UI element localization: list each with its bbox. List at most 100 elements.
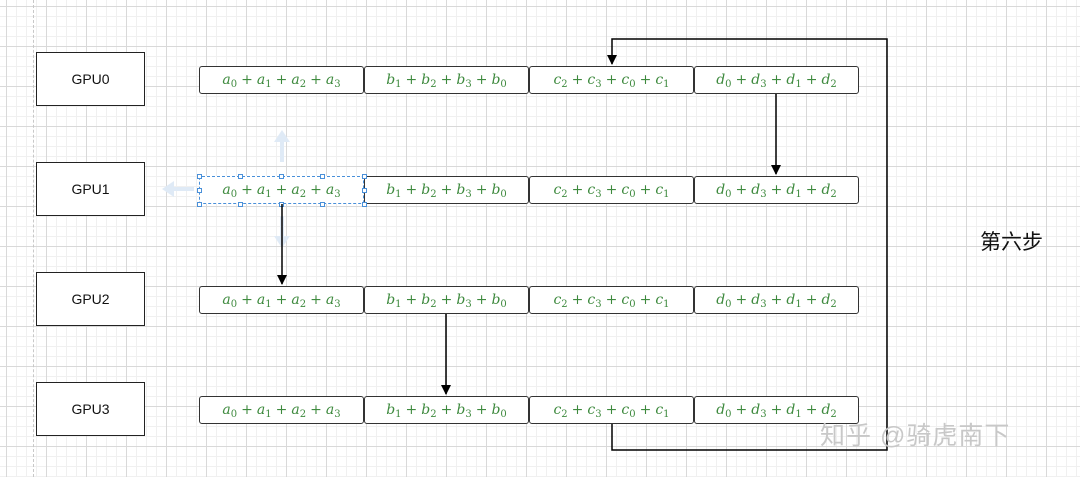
chunk-cell-gpu1-3: d0+d3+d1+d2 xyxy=(694,176,859,204)
chunk-cell-gpu1-2: c2+c3+c0+c1 xyxy=(529,176,694,204)
term: a2 xyxy=(291,182,307,200)
selection-handle[interactable] xyxy=(279,173,284,179)
term: a3 xyxy=(325,72,341,90)
selection-handle[interactable] xyxy=(237,173,243,179)
term: c1 xyxy=(655,72,670,90)
gpu-label-3: GPU3 xyxy=(36,382,145,436)
term: c3 xyxy=(587,72,602,90)
term: b3 xyxy=(456,292,472,310)
chunk-cell-gpu3-1: b1+b2+b3+b0 xyxy=(364,396,529,424)
term: b0 xyxy=(491,292,507,310)
term: a1 xyxy=(256,72,272,90)
term: c2 xyxy=(553,402,568,420)
arrow-gpu3-to-gpu0 xyxy=(607,38,888,451)
term: d0 xyxy=(716,72,732,90)
gpu-label-0: GPU0 xyxy=(36,52,145,106)
plus-operator: + xyxy=(310,292,322,308)
plus-operator: + xyxy=(735,182,748,198)
gpu-label-1: GPU1 xyxy=(36,162,145,216)
term: b3 xyxy=(456,72,472,90)
selection-handle[interactable] xyxy=(361,187,367,193)
plus-operator: + xyxy=(605,402,618,418)
term: a1 xyxy=(256,402,272,420)
term: a3 xyxy=(325,292,341,310)
selection-handle[interactable] xyxy=(196,201,202,207)
plus-operator: + xyxy=(405,182,418,198)
selection-handle[interactable] xyxy=(320,201,326,207)
term: c0 xyxy=(621,402,636,420)
selection-handle[interactable] xyxy=(196,187,202,193)
plus-operator: + xyxy=(275,402,288,418)
term: b0 xyxy=(491,182,507,200)
term: a1 xyxy=(256,292,272,310)
term: a0 xyxy=(222,402,238,420)
plus-operator: + xyxy=(475,182,488,198)
term: c2 xyxy=(553,292,568,310)
plus-operator: + xyxy=(805,292,818,308)
term: c3 xyxy=(587,402,602,420)
plus-operator: + xyxy=(770,292,783,308)
term: a0 xyxy=(222,292,238,310)
move-hint-icons xyxy=(162,130,290,248)
plus-operator: + xyxy=(241,402,253,418)
selection-handle[interactable] xyxy=(237,201,243,207)
term: a0 xyxy=(222,182,238,200)
term: d2 xyxy=(821,292,837,310)
term: d1 xyxy=(786,182,802,200)
term: b3 xyxy=(456,182,472,200)
plus-operator: + xyxy=(440,72,453,88)
plus-operator: + xyxy=(440,182,453,198)
gpu-label-2: GPU2 xyxy=(36,272,145,326)
plus-operator: + xyxy=(405,292,418,308)
plus-operator: + xyxy=(770,182,783,198)
term: c1 xyxy=(655,402,670,420)
plus-operator: + xyxy=(805,402,818,418)
plus-operator: + xyxy=(735,402,748,418)
term: d1 xyxy=(786,72,802,90)
plus-operator: + xyxy=(275,72,288,88)
plus-operator: + xyxy=(475,402,488,418)
term: d0 xyxy=(716,292,732,310)
term: b2 xyxy=(421,182,437,200)
plus-operator: + xyxy=(770,72,783,88)
term: b1 xyxy=(386,402,402,420)
plus-operator: + xyxy=(605,182,618,198)
plus-operator: + xyxy=(571,402,584,418)
selection-handle[interactable] xyxy=(361,173,367,179)
term: c0 xyxy=(621,72,636,90)
selection-handle[interactable] xyxy=(361,201,367,207)
plus-operator: + xyxy=(275,182,288,198)
term: a2 xyxy=(291,292,307,310)
term: d3 xyxy=(751,292,767,310)
plus-operator: + xyxy=(475,72,488,88)
term: a2 xyxy=(291,72,307,90)
chunk-cell-gpu0-2: c2+c3+c0+c1 xyxy=(529,66,694,94)
term: c0 xyxy=(621,182,636,200)
plus-operator: + xyxy=(241,72,253,88)
term: a2 xyxy=(291,402,307,420)
plus-operator: + xyxy=(405,72,418,88)
term: b2 xyxy=(421,292,437,310)
chunk-cell-gpu0-3: d0+d3+d1+d2 xyxy=(694,66,859,94)
page-guide-line xyxy=(33,0,34,477)
term: b1 xyxy=(386,182,402,200)
plus-operator: + xyxy=(310,402,322,418)
plus-operator: + xyxy=(310,182,322,198)
term: c1 xyxy=(655,182,670,200)
chunk-cell-gpu2-0: a0+a1+a2+a3 xyxy=(199,286,364,314)
term: b0 xyxy=(491,72,507,90)
plus-operator: + xyxy=(639,402,652,418)
term: a0 xyxy=(222,72,238,90)
term: d2 xyxy=(821,72,837,90)
chunk-cell-gpu1-0: a0+a1+a2+a3 xyxy=(199,176,364,204)
term: c0 xyxy=(621,292,636,310)
plus-operator: + xyxy=(639,292,652,308)
selection-handle[interactable] xyxy=(320,173,326,179)
term: d2 xyxy=(821,182,837,200)
plus-operator: + xyxy=(639,182,652,198)
selection-handle[interactable] xyxy=(196,173,202,179)
term: d0 xyxy=(716,182,732,200)
term: d2 xyxy=(821,402,837,420)
chunk-cell-gpu1-1: b1+b2+b3+b0 xyxy=(364,176,529,204)
term: d1 xyxy=(786,402,802,420)
